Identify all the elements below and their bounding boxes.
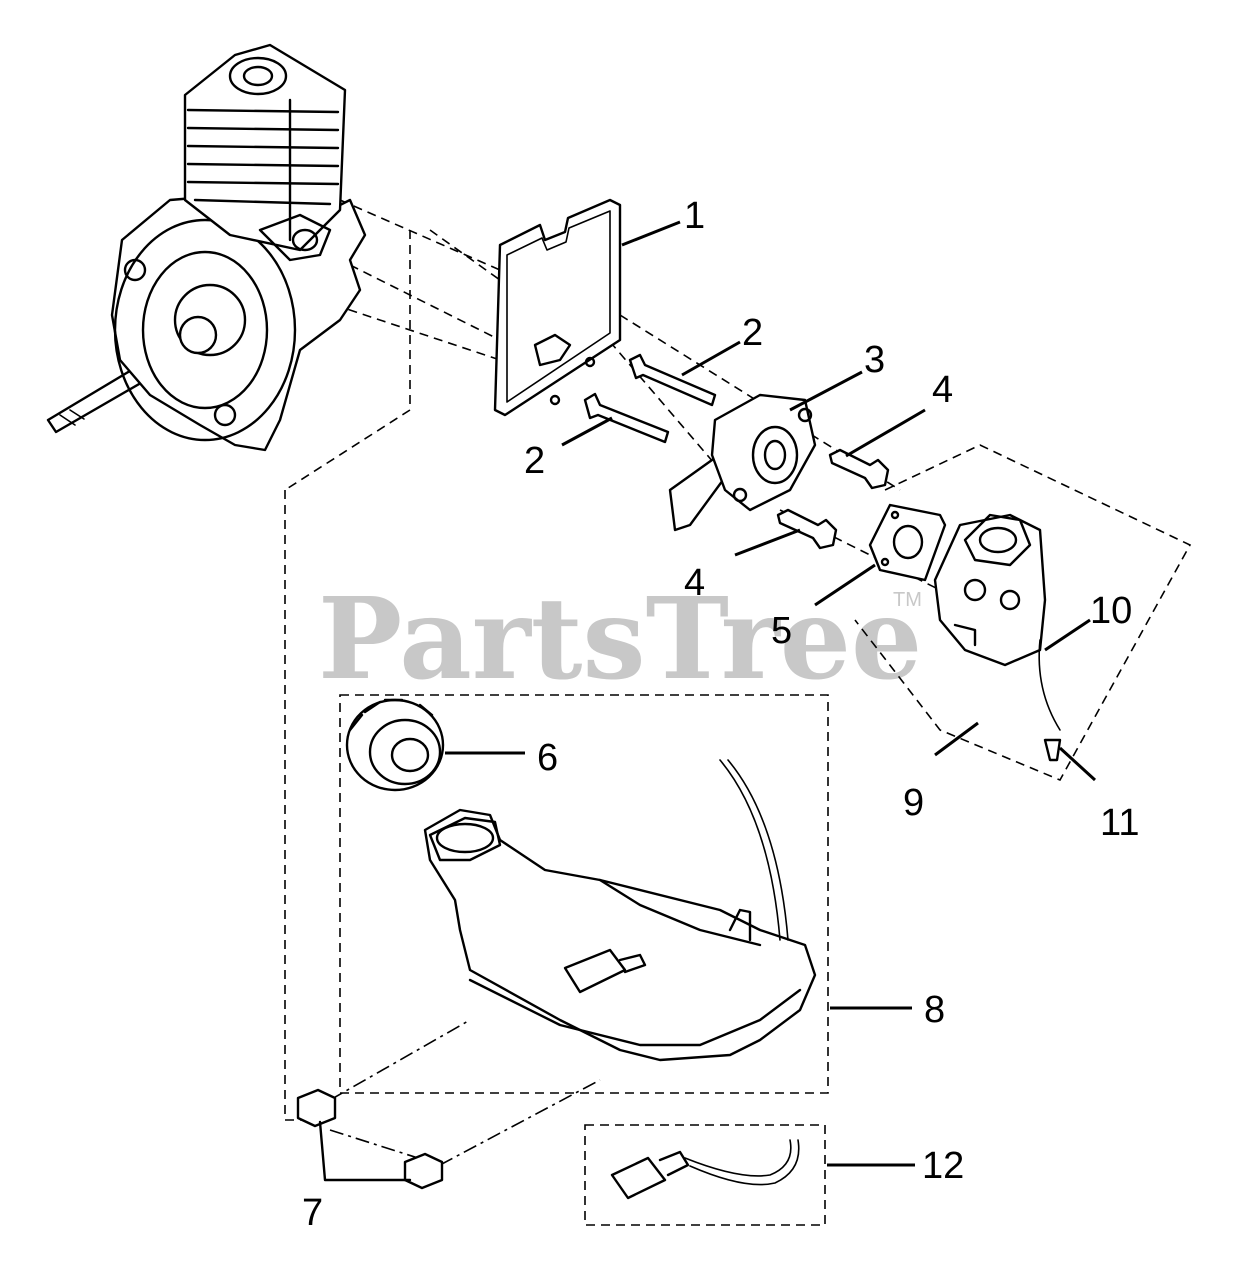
callout-labels: 1 2 2 3 4 4 5 6 7 8 9 10 11 12 [302, 195, 1139, 1234]
callout-7: 7 [302, 1192, 323, 1234]
callout-1: 1 [684, 195, 705, 237]
engine-block-icon [46, 43, 367, 452]
watermark: PartsTree TM [318, 574, 922, 705]
grommet-icon [296, 1088, 444, 1190]
gasket-icon [868, 503, 947, 582]
bolt-icon [583, 353, 717, 444]
fuel-tank-kit-box [339, 694, 829, 1094]
watermark-trademark: TM [893, 589, 922, 611]
callout-3: 3 [864, 339, 885, 381]
callout-6: 6 [537, 737, 558, 779]
callout-5: 5 [771, 610, 792, 652]
fuel-filter-kit-box [584, 1124, 826, 1226]
carburetor-icon [933, 513, 1062, 762]
gasket-icon [493, 198, 622, 417]
watermark-text: PartsTree [318, 574, 922, 705]
fuel-cap-icon [345, 698, 445, 792]
callout-4-upper: 4 [932, 369, 953, 411]
callout-12: 12 [922, 1145, 964, 1187]
callout-4-lower: 4 [684, 562, 705, 604]
callout-8: 8 [924, 989, 945, 1031]
callout-2-lower: 2 [524, 440, 545, 482]
callout-9: 9 [903, 782, 924, 824]
fuel-tank-icon [423, 759, 817, 1062]
fuel-filter-icon [610, 1139, 800, 1200]
callout-11: 11 [1100, 802, 1139, 844]
callout-10: 10 [1090, 590, 1132, 632]
carburetor-adapter-icon [668, 393, 817, 532]
carburetor-kit-box [854, 444, 1192, 782]
leader-lines [445, 220, 1097, 1167]
callout-2-upper: 2 [742, 312, 763, 354]
